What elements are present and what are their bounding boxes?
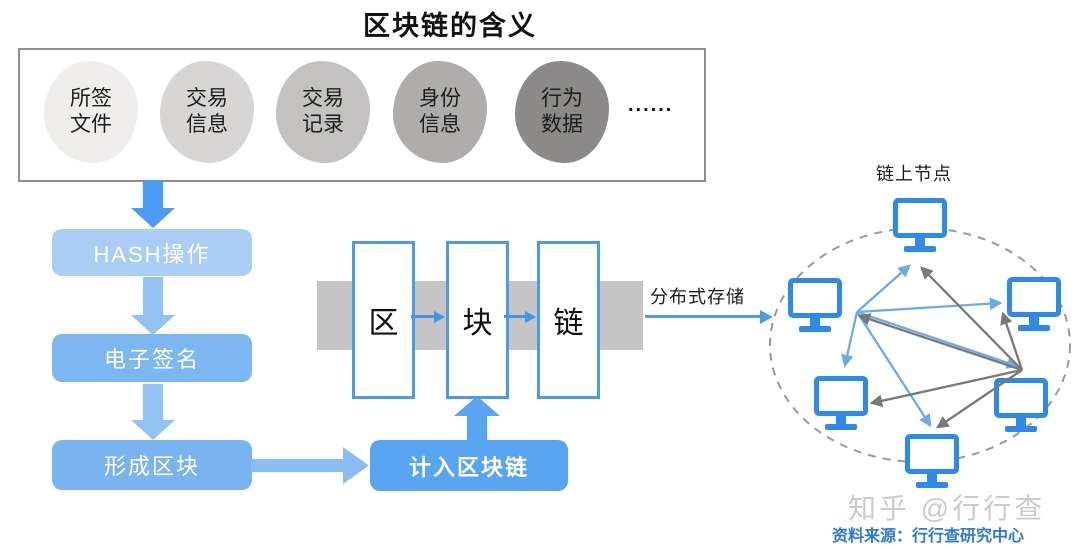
node-network: 链上节点 — [757, 160, 1087, 505]
arrow-right-icon — [251, 447, 369, 484]
distributed-storage-label: 分布式存储 — [650, 287, 745, 307]
arrow-down-icon — [131, 384, 175, 440]
circle-label-line: 信息 — [186, 113, 228, 136]
arrow-down-icon — [131, 277, 175, 335]
computer-node-icon — [905, 434, 959, 474]
circle-label-line: 数据 — [541, 113, 583, 136]
computer-node-icon — [994, 378, 1048, 418]
chain-block-lian: 链 — [537, 241, 600, 399]
data-source-circle-transaction-records: 交易 记录 — [276, 61, 370, 163]
data-source-circle-transaction-info: 交易 信息 — [160, 61, 254, 163]
zhihu-watermark: 知乎 @行行查 — [848, 493, 1046, 524]
computer-node-icon — [893, 198, 947, 238]
circle-label-line: 行为 — [541, 86, 583, 110]
data-sources-box: 所签 文件 交易 信息 交易 记录 身份 信息 行为 数据 ...... — [18, 48, 706, 182]
computer-node-icon — [1007, 277, 1061, 317]
computer-node-icon — [814, 376, 868, 416]
circle-label-line: 身份 — [419, 86, 461, 110]
network-arrows — [841, 264, 1024, 429]
circle-label-line: 信息 — [419, 113, 461, 136]
data-source-circle-behavior-data: 行为 数据 — [515, 61, 609, 163]
flow-step-form-block: 形成区块 — [52, 440, 252, 490]
circle-label-line: 交易 — [302, 86, 344, 110]
data-source-circle-identity-info: 身份 信息 — [393, 61, 487, 163]
source-credit: 资料来源：行行查研究中心 — [832, 528, 1025, 545]
circle-label-line: 记录 — [302, 113, 344, 136]
network-title: 链上节点 — [876, 164, 952, 184]
circle-label-line: 所签 — [70, 86, 112, 110]
flow-step-signature: 电子签名 — [52, 334, 252, 382]
ellipsis-text: ...... — [628, 94, 674, 116]
computer-node-icon — [788, 278, 842, 318]
arrow-up-icon — [454, 396, 500, 441]
circle-label-line: 文件 — [70, 113, 112, 136]
arrow-right-icon — [504, 315, 526, 318]
circle-label-line: 交易 — [186, 86, 228, 110]
chain-block-qu: 区 — [352, 241, 415, 399]
data-source-circle-signed-files: 所签 文件 — [44, 61, 138, 163]
page-title: 区块链的含义 — [363, 11, 537, 41]
arrow-right-icon — [645, 315, 761, 318]
chain-block-kuai: 块 — [446, 241, 509, 399]
arrow-down-icon — [131, 180, 175, 228]
flow-step-add-to-chain: 计入区块链 — [370, 440, 568, 491]
flow-step-hash: HASH操作 — [52, 229, 252, 276]
arrow-right-icon — [411, 315, 435, 318]
